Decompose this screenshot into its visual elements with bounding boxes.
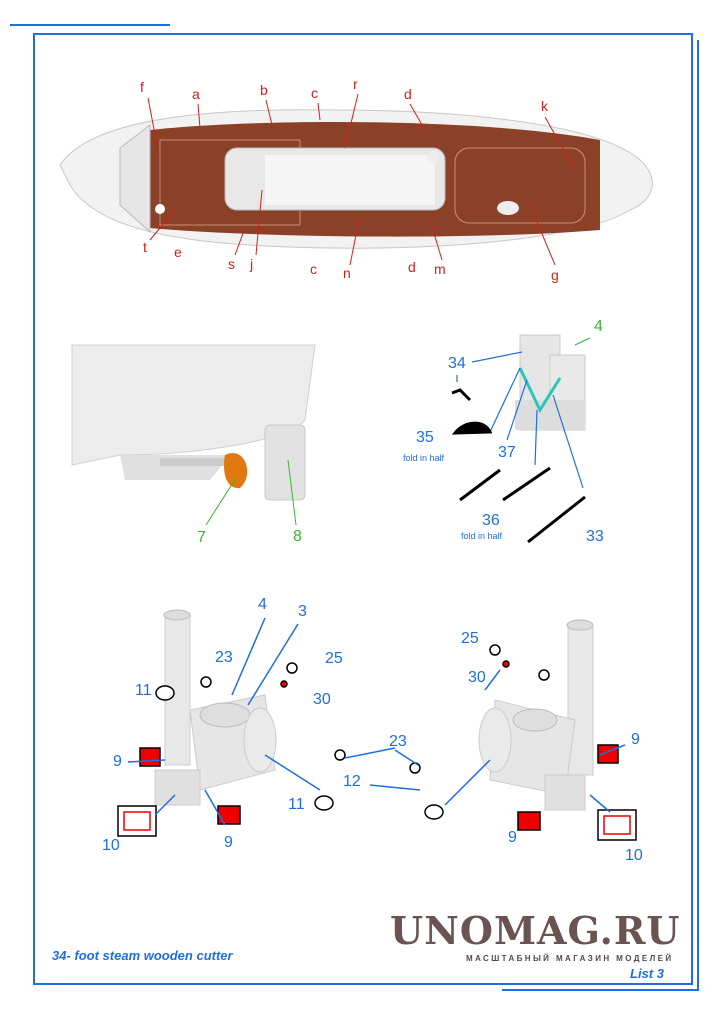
boiler-leader-lines <box>127 617 626 826</box>
hull-label-j: j <box>250 256 254 272</box>
frame-right <box>691 33 693 985</box>
boiler-label-25: 25 <box>325 650 343 667</box>
hull-label-b: b <box>260 82 268 98</box>
part-35-label: 35 <box>416 429 434 446</box>
engine-view <box>451 334 591 544</box>
frame-bottom-outer <box>502 989 699 991</box>
frame-left <box>33 33 35 985</box>
hull-label-n: n <box>343 265 351 281</box>
boiler-label-10b: 10 <box>625 847 643 864</box>
frame-top <box>33 33 693 35</box>
propeller-label: 7 <box>197 529 206 546</box>
hull-label-f: f <box>140 79 144 95</box>
hull-label-g: g <box>551 267 559 283</box>
boiler-label-4: 4 <box>258 596 267 613</box>
part-37-label: 37 <box>498 444 516 461</box>
sheet-number: List 3 <box>630 966 664 981</box>
hull-plan-view <box>59 109 653 249</box>
hull-label-c: c <box>311 85 318 101</box>
boiler-label-12: 12 <box>343 773 361 790</box>
part-33-label: 33 <box>586 528 604 545</box>
hull-label-d2: d <box>408 259 416 275</box>
stern-view <box>71 344 316 526</box>
brand-subtitle: МАСШТАБНЫЙ МАГАЗИН МОДЕЛЕЙ <box>466 954 674 963</box>
boiler-label-9c: 9 <box>631 731 640 748</box>
boiler-label-9d: 9 <box>508 829 517 846</box>
part-36-label: 36 <box>482 512 500 529</box>
boiler-label-9b: 9 <box>224 834 233 851</box>
boiler-label-10: 10 <box>102 837 120 854</box>
boiler-label-23: 23 <box>215 649 233 666</box>
rudder-label: 8 <box>293 528 302 545</box>
frame-top-accent <box>10 24 170 26</box>
hull-label-k: k <box>541 98 548 114</box>
hull-label-a: a <box>192 86 200 102</box>
engine-label: 4 <box>594 318 603 335</box>
hull-label-t: t <box>143 239 147 255</box>
part-36-note: fold in half <box>461 531 503 541</box>
brand-logo: UNOMAG.RU <box>390 908 681 953</box>
hull-label-r: r <box>353 76 358 92</box>
frame-bottom <box>33 983 693 985</box>
boiler-label-23b: 23 <box>389 733 407 750</box>
hull-label-e: e <box>174 244 182 260</box>
hull-label-c2: c <box>310 261 317 277</box>
model-title: 34- foot steam wooden cutter <box>52 948 233 963</box>
hull-label-d: d <box>404 86 412 102</box>
frame-right-outer <box>697 40 699 991</box>
boiler-label-30b: 30 <box>468 669 486 686</box>
part-34-label: 34 <box>448 355 466 372</box>
boiler-label-11: 11 <box>135 682 152 699</box>
boiler-right <box>478 619 594 811</box>
boiler-label-9: 9 <box>113 753 122 770</box>
boiler-label-11b: 11 <box>288 796 305 813</box>
boiler-label-3: 3 <box>298 603 307 620</box>
hull-leader-lines <box>147 93 576 266</box>
boiler-label-25b: 25 <box>461 630 479 647</box>
boiler-left <box>154 609 277 806</box>
hull-label-s: s <box>228 256 235 272</box>
hull-label-m: m <box>434 261 446 277</box>
boiler-label-30: 30 <box>313 691 331 708</box>
part-35-note: fold in half <box>403 453 445 463</box>
